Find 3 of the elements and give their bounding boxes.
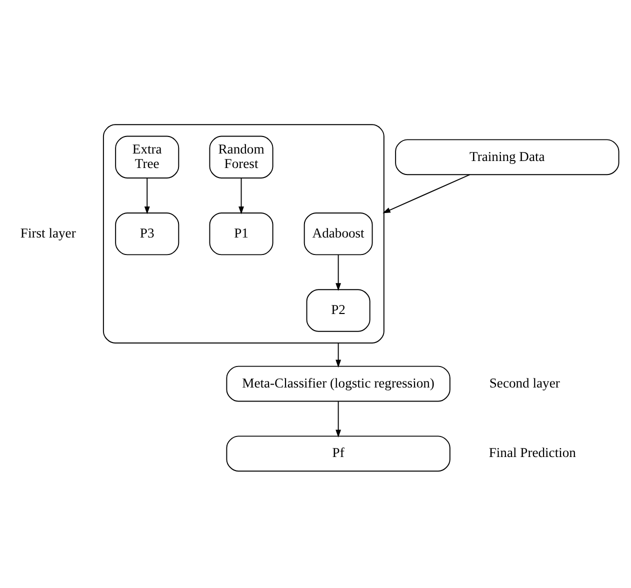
node-label: First layer — [20, 225, 76, 240]
node-label: Second layer — [489, 375, 560, 390]
node-label: Final Prediction — [488, 445, 576, 460]
